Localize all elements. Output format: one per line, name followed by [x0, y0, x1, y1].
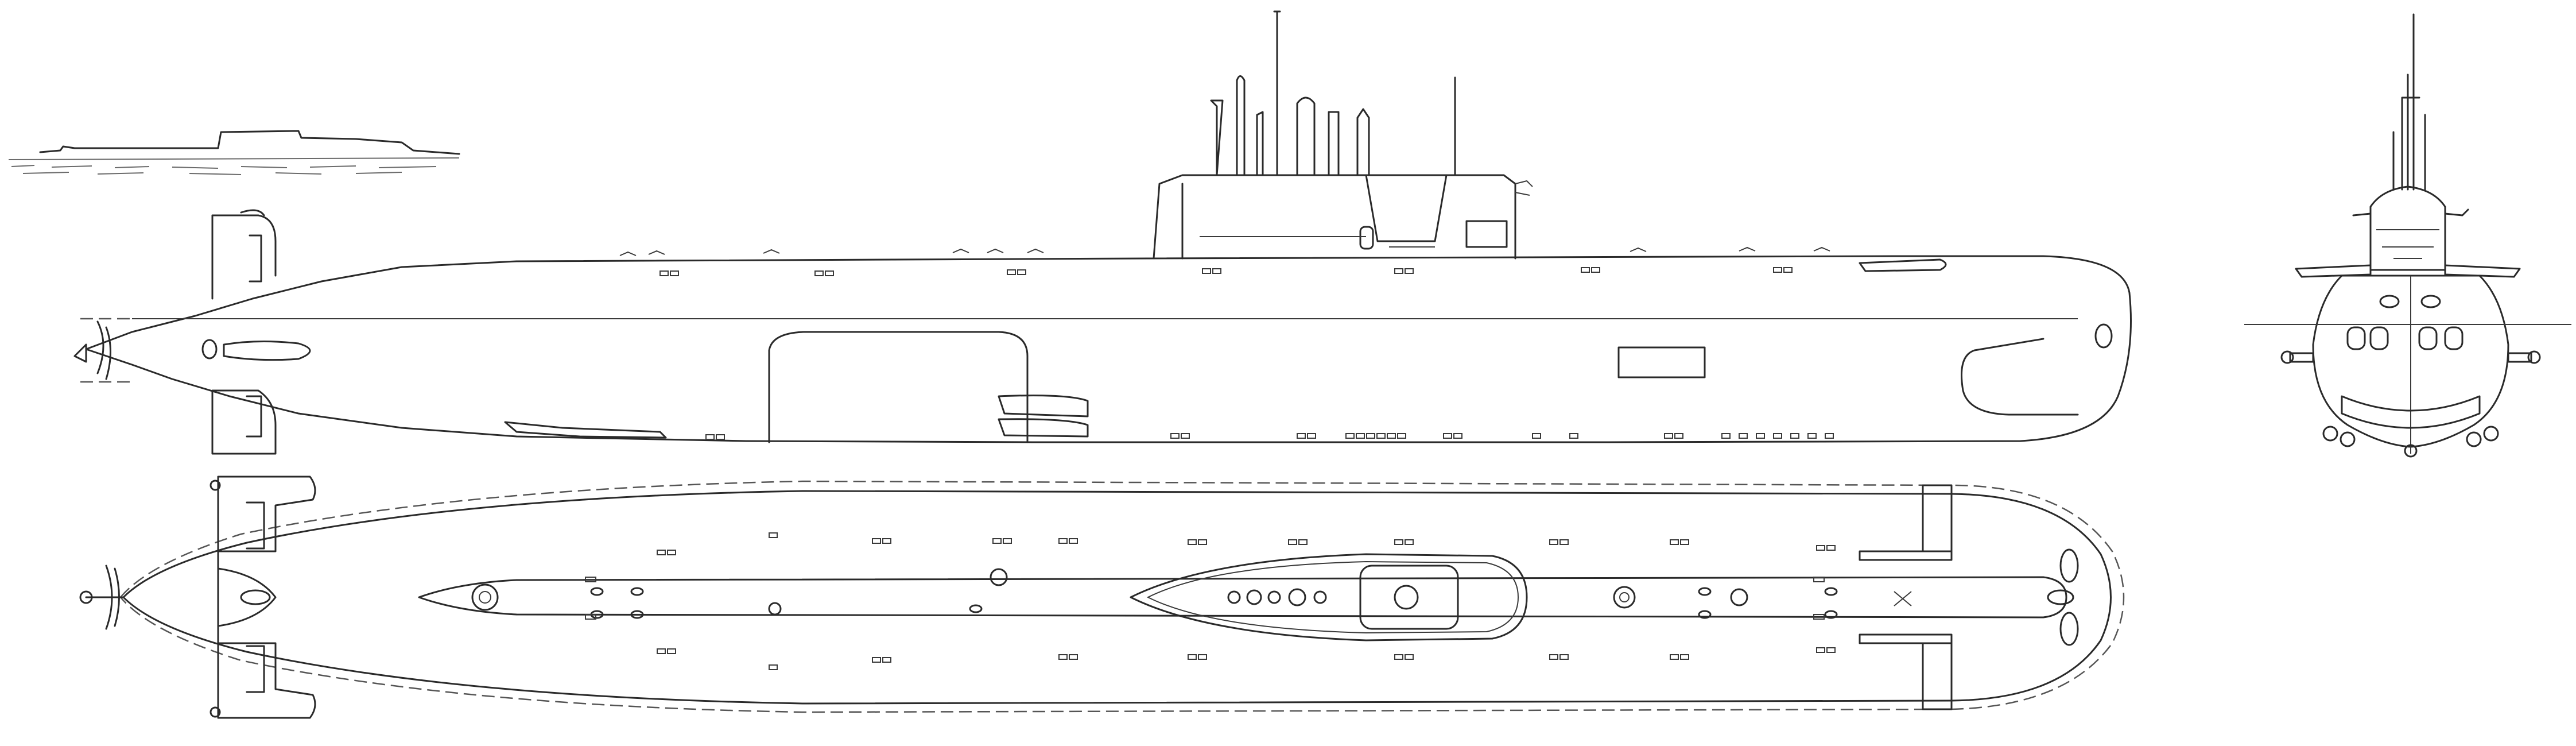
side-access-panel — [1617, 346, 1706, 378]
propeller-blades — [96, 320, 111, 380]
sail-outline — [1153, 174, 1516, 260]
top-casing — [418, 576, 2067, 619]
top-stern-plane-lower — [217, 642, 316, 719]
top-plan-view — [79, 476, 2125, 719]
front-sail — [2369, 185, 2446, 271]
mast-antenna-1 — [1328, 111, 1340, 176]
top-deck-fittings — [471, 568, 1912, 620]
top-stern-plane-upper — [217, 476, 316, 552]
top-stern-pod — [240, 589, 271, 605]
bow-hatch — [2094, 323, 2113, 349]
mast-radar — [1296, 96, 1316, 176]
top-deck-outline — [119, 480, 2125, 713]
side-bow-plane — [1859, 258, 1947, 272]
top-hull-outline — [122, 490, 2112, 705]
sail-detail — [1181, 174, 1448, 260]
top-bow-plane-lower — [1922, 642, 1953, 710]
top-sail-hatch — [1359, 565, 1459, 630]
mast-tall — [1273, 10, 1281, 176]
top-hull-ports — [657, 532, 1836, 670]
side-recess-panel — [768, 331, 1029, 443]
front-keel-sonar — [2341, 395, 2481, 429]
thumbnail-silhouette-view — [8, 130, 460, 175]
front-masts — [2401, 13, 2420, 191]
top-sail — [1130, 553, 1528, 641]
mast-antenna-2 — [1356, 108, 1370, 176]
sail-door — [1359, 226, 1374, 250]
top-bow-hatch-1 — [2059, 548, 2079, 583]
sail-window — [1465, 220, 1508, 248]
side-hull-ports — [659, 267, 1834, 440]
propeller-hub — [73, 343, 87, 363]
top-bow-plane-upper — [1922, 484, 1953, 552]
lower-rudder — [211, 389, 277, 455]
side-profile-view — [73, 10, 2132, 455]
top-propeller — [105, 565, 120, 630]
side-hull-outline — [85, 255, 2132, 443]
side-deck-fittings — [619, 246, 1830, 256]
mast-periscope-1 — [1210, 99, 1224, 176]
mast-periscope-2 — [1236, 75, 1246, 176]
stern-pod — [223, 340, 311, 361]
front-bow-plane-left — [2289, 352, 2314, 363]
upper-rudder — [211, 214, 277, 277]
front-sail-plane-left — [2295, 264, 2372, 278]
top-bow-hatch-2 — [2059, 612, 2079, 646]
side-plane-lower — [998, 418, 1089, 438]
front-bow-view — [2244, 13, 2571, 458]
front-sail-plane-right — [2444, 264, 2521, 278]
side-stern-strake — [504, 421, 667, 439]
mast-snorkel — [1256, 111, 1264, 176]
side-plane-upper — [998, 395, 1089, 418]
bow-sonar-window — [1961, 338, 2079, 416]
